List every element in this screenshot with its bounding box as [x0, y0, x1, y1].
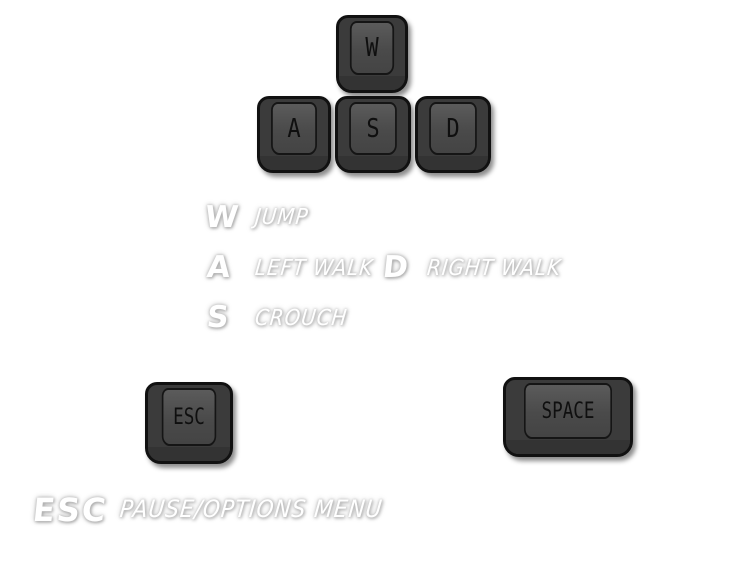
- crouch-label: CROUCH: [253, 306, 349, 331]
- w-key: W: [336, 15, 408, 93]
- esc-key: ESC: [145, 382, 233, 464]
- jump-label: JUMP: [253, 205, 310, 230]
- space-key-label: SPACE: [524, 383, 612, 439]
- s-key: S: [335, 96, 411, 173]
- left-key-name: A: [205, 250, 233, 285]
- left-walk-label: LEFT WALK: [253, 256, 375, 281]
- a-key: A: [257, 96, 331, 173]
- crouch-key-name: S: [205, 300, 231, 335]
- esc-key-label: ESC: [161, 388, 217, 446]
- w-key-label: W: [349, 21, 395, 75]
- right-walk-label: RIGHT WALK: [425, 256, 563, 281]
- d-key: D: [415, 96, 491, 173]
- d-key-label: D: [429, 102, 477, 155]
- a-key-label: A: [271, 102, 317, 155]
- s-key-label: S: [349, 102, 397, 155]
- right-key-name: D: [381, 250, 410, 285]
- esc-menu-label: PAUSE/OPTIONS MENU: [118, 495, 385, 523]
- space-key: SPACE: [503, 377, 633, 457]
- jump-key-name: W: [203, 200, 240, 235]
- esc-key-name: ESC: [31, 491, 110, 529]
